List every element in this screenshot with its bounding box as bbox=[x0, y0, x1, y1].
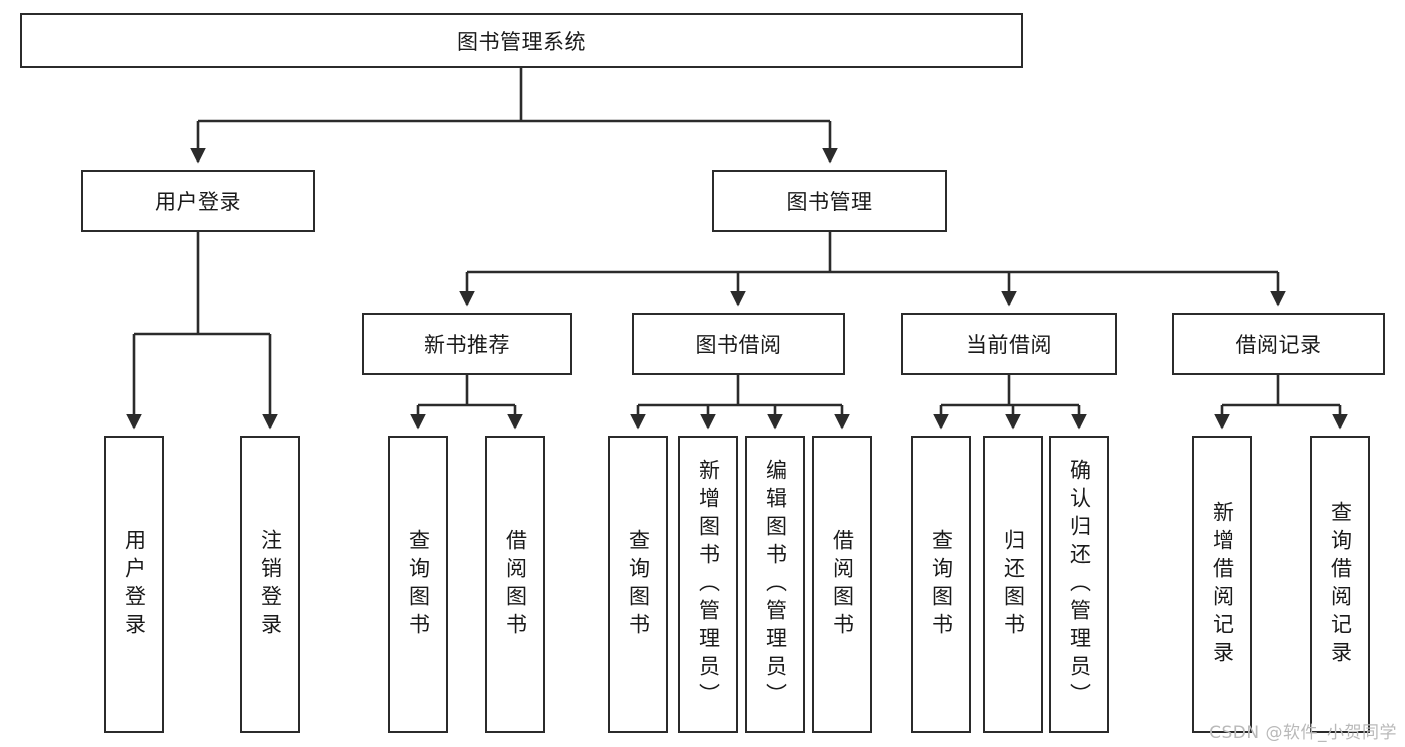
leaf-node[interactable]: 确认归还（管理员） bbox=[1049, 436, 1109, 733]
node-book-borrow[interactable]: 图书借阅 bbox=[632, 313, 845, 375]
leaf-node-label: 借阅图书 bbox=[830, 528, 855, 641]
leaf-node-label: 查询图书 bbox=[406, 528, 431, 641]
leaf-node-label: 查询图书 bbox=[626, 528, 651, 641]
node-current-borrow[interactable]: 当前借阅 bbox=[901, 313, 1117, 375]
leaf-node[interactable]: 用户登录 bbox=[104, 436, 164, 733]
node-root[interactable]: 图书管理系统 bbox=[20, 13, 1023, 68]
node-user-login[interactable]: 用户登录 bbox=[81, 170, 315, 232]
leaf-node-label: 归还图书 bbox=[1001, 528, 1026, 641]
leaf-node[interactable]: 借阅图书 bbox=[812, 436, 872, 733]
csdn-watermark: CSDN @软件_小贺同学 bbox=[1209, 723, 1397, 743]
node-root-label: 图书管理系统 bbox=[457, 29, 586, 54]
leaf-node[interactable]: 新增借阅记录 bbox=[1192, 436, 1252, 733]
leaf-node-label: 用户登录 bbox=[122, 528, 147, 641]
leaf-node[interactable]: 编辑图书（管理员） bbox=[745, 436, 805, 733]
leaf-node[interactable]: 新增图书（管理员） bbox=[678, 436, 738, 733]
leaf-node-label: 注销登录 bbox=[258, 528, 283, 641]
leaf-node-label: 确认归还（管理员） bbox=[1067, 458, 1092, 711]
node-new-book-recommend[interactable]: 新书推荐 bbox=[362, 313, 572, 375]
node-book-borrow-label: 图书借阅 bbox=[695, 333, 782, 357]
leaf-node-label: 编辑图书（管理员） bbox=[763, 458, 788, 711]
node-current-borrow-label: 当前借阅 bbox=[966, 333, 1052, 357]
leaf-node-label: 新增借阅记录 bbox=[1210, 500, 1235, 669]
leaf-node-label: 新增图书（管理员） bbox=[696, 458, 721, 711]
leaf-node[interactable]: 查询图书 bbox=[911, 436, 971, 733]
node-book-management[interactable]: 图书管理 bbox=[712, 170, 947, 232]
leaf-node-label: 查询借阅记录 bbox=[1328, 500, 1353, 669]
leaf-node[interactable]: 注销登录 bbox=[240, 436, 300, 733]
node-new-book-recommend-label: 新书推荐 bbox=[424, 333, 510, 357]
node-book-management-label: 图书管理 bbox=[786, 190, 873, 214]
leaf-node[interactable]: 查询图书 bbox=[388, 436, 448, 733]
leaf-node-label: 查询图书 bbox=[929, 528, 954, 641]
node-user-login-label: 用户登录 bbox=[155, 190, 241, 214]
leaf-node-label: 借阅图书 bbox=[503, 528, 528, 641]
leaf-node[interactable]: 查询图书 bbox=[608, 436, 668, 733]
node-borrow-record-label: 借阅记录 bbox=[1235, 333, 1322, 357]
leaf-node[interactable]: 借阅图书 bbox=[485, 436, 545, 733]
node-borrow-record[interactable]: 借阅记录 bbox=[1172, 313, 1385, 375]
leaf-node[interactable]: 查询借阅记录 bbox=[1310, 436, 1370, 733]
leaf-node[interactable]: 归还图书 bbox=[983, 436, 1043, 733]
